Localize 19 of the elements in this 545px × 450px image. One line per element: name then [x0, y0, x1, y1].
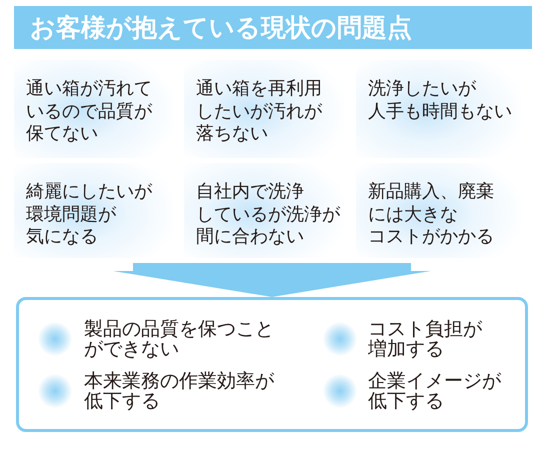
result-text: 本来業務の作業効率が低下する — [84, 372, 274, 411]
problem-text: 通い箱が汚れているので品質が保てない — [26, 78, 152, 146]
glow-bubble — [184, 163, 344, 258]
result-box — [16, 297, 528, 432]
problem-text: 綺麗にしたいが環境問題が気になる — [26, 181, 152, 248]
result-text: 製品の品質を保つことができない — [84, 320, 274, 359]
down-arrow — [113, 263, 431, 297]
glow-bubble — [14, 60, 174, 158]
result-text: 企業イメージが低下する — [368, 372, 501, 411]
glow-bubble — [184, 60, 344, 158]
problem-text: 通い箱を再利用したいが汚れが落ちない — [196, 78, 322, 146]
glow-bubble — [356, 60, 521, 158]
problem-text: 洗浄したいが人手も時間もない — [368, 78, 512, 123]
problem-text: 自社内で洗浄しているが洗浄が間に合わない — [196, 181, 340, 248]
result-text: コスト負担が増加する — [368, 320, 482, 359]
title-banner: お客様が抱えている現状の問題点 — [14, 6, 532, 49]
glow-bubble — [356, 163, 521, 258]
problem-text: 新品購入、廃棄には大きなコストがかかる — [368, 181, 494, 248]
glow-bubble — [14, 163, 174, 258]
